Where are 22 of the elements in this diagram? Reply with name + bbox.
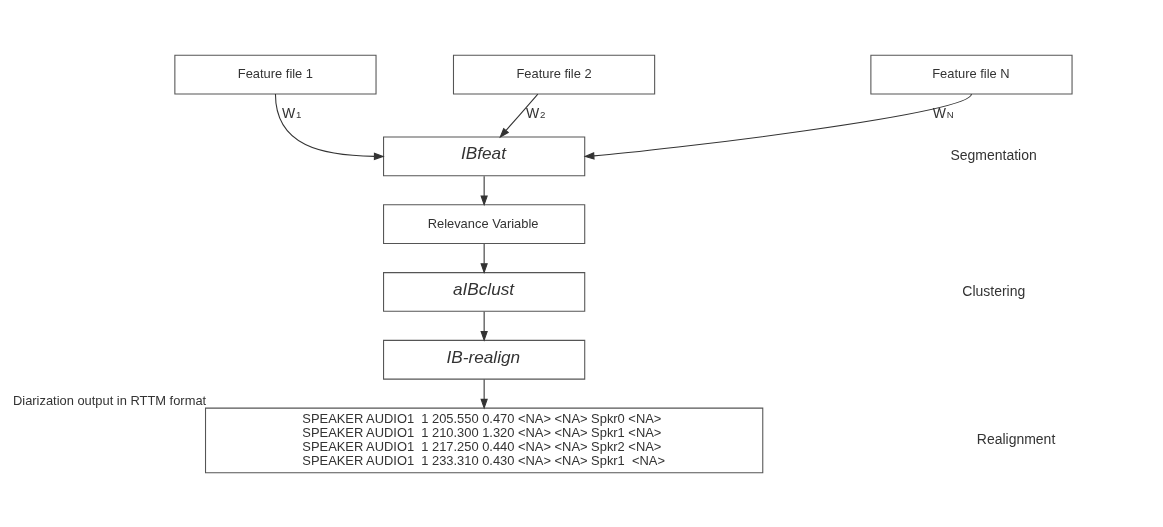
node-box: IB-realign xyxy=(383,339,586,380)
arrow xyxy=(480,242,488,274)
label: Clustering xyxy=(962,282,1026,299)
arrow xyxy=(274,93,385,160)
label: Segmentation xyxy=(950,146,1037,163)
node-box: SPEAKER AUDIO1 1 205.550 0.470 <NA> <NA> Spkr0 <NA> SPEAKER AUDIO1 1 210.300 1.320 <NA> <NA> Spkr1 <NA> SPEAKER AUDIO1 1 217.250 0.440 <NA> <NA> Spkr2 <NA> SPEAKER AUDIO1 1 233.310 0.430 <NA> <NA> Spkr1 <NA> xyxy=(205,407,764,473)
node-box: Feature file N xyxy=(870,54,1073,95)
edge-label: W2 xyxy=(526,104,546,121)
node-box: Feature file 2 xyxy=(452,54,656,95)
arrow xyxy=(480,310,488,342)
edge-label: WN xyxy=(932,104,954,121)
arrow xyxy=(480,175,488,206)
node-box: IBfeat xyxy=(383,136,586,176)
label: Realignment xyxy=(976,430,1056,447)
node-label: Diarization output in RTTM format xyxy=(12,391,207,407)
node-box: Relevance Variable xyxy=(383,203,586,244)
arrow xyxy=(499,93,539,138)
node-box: Feature file 1 xyxy=(174,54,377,95)
node-box: aIBclust xyxy=(383,271,586,312)
edge-label: W1 xyxy=(281,104,302,121)
arrow xyxy=(583,93,972,160)
arrow xyxy=(480,378,488,410)
